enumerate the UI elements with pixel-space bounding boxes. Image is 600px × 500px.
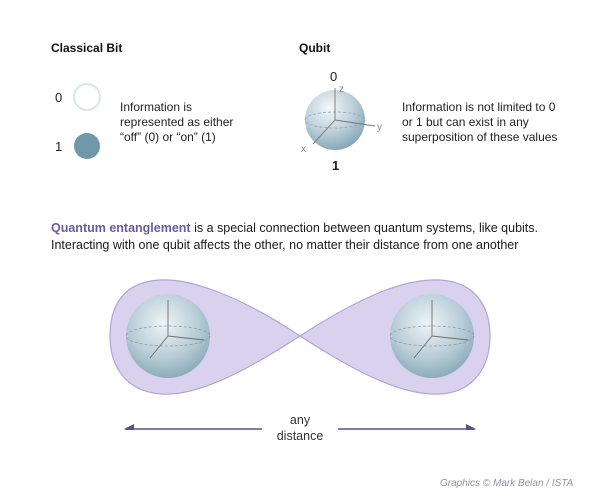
distance-arrow-left-head (124, 424, 134, 430)
classical-on-circle (74, 133, 100, 159)
distance-arrow-right-head (466, 424, 476, 430)
classical-desc-line: “off” (0) or “on” (1) (120, 130, 216, 144)
left-qubit (125, 294, 211, 378)
qubit-x-axis (312, 119, 336, 145)
right-qubit-equator (389, 325, 475, 347)
classical-description: Information is represented as either “of… (120, 100, 270, 145)
qubit-bottom-label: 1 (332, 158, 340, 173)
entanglement-highlight: Quantum entanglement (51, 221, 191, 235)
right-qubit-y-axis (431, 335, 469, 341)
right-qubit-x-axis (413, 335, 433, 359)
qubit-heading: Qubit (299, 41, 331, 55)
entanglement-lobes (109, 279, 491, 395)
qubit-top-label: 0 (330, 69, 338, 84)
classical-bit-heading: Classical Bit (51, 41, 123, 55)
left-qubit-y-axis (167, 335, 205, 341)
distance-arrow (124, 424, 476, 430)
qubit-axis-y-label: y (377, 122, 382, 133)
qubit-bloch-sphere: z y x (301, 84, 382, 155)
classical-state-0-label: 0 (55, 90, 63, 105)
qubit-axis-z-label: z (339, 84, 344, 95)
qubit-axis-x-label: x (301, 144, 306, 155)
entanglement-diagram (109, 279, 491, 430)
left-qubit-x-axis (149, 335, 169, 359)
qubit-desc-line: or 1 but can exist in any (402, 115, 529, 129)
entanglement-description: Quantum entanglement is a special connec… (51, 220, 591, 254)
qubit-y-axis (334, 119, 376, 127)
distance-label-line-2: distance (276, 429, 324, 443)
classical-state-1-label: 1 (55, 139, 63, 154)
qubit-desc-line: superposition of these values (402, 130, 558, 144)
classical-bit-circles (73, 83, 101, 159)
entanglement-line-1: Quantum entanglement is a special connec… (51, 220, 591, 237)
graphics-credit: Graphics © Mark Belan / ISTA (440, 478, 574, 489)
qubit-description: Information is not limited to 0 or 1 but… (402, 100, 587, 145)
right-qubit (389, 294, 475, 378)
classical-desc-line: represented as either (120, 115, 234, 129)
distance-label-line-1: any (289, 413, 311, 427)
qubit-desc-line: Information is not limited to 0 (402, 100, 556, 114)
entanglement-line-2: Interacting with one qubit affects the o… (51, 238, 519, 252)
classical-desc-line: Information is (120, 100, 193, 114)
left-qubit-equator (125, 325, 211, 347)
classical-off-circle (73, 83, 101, 111)
distance-label: any distance (260, 412, 340, 444)
entanglement-line-1-rest: is a special connection between quantum … (190, 221, 538, 235)
